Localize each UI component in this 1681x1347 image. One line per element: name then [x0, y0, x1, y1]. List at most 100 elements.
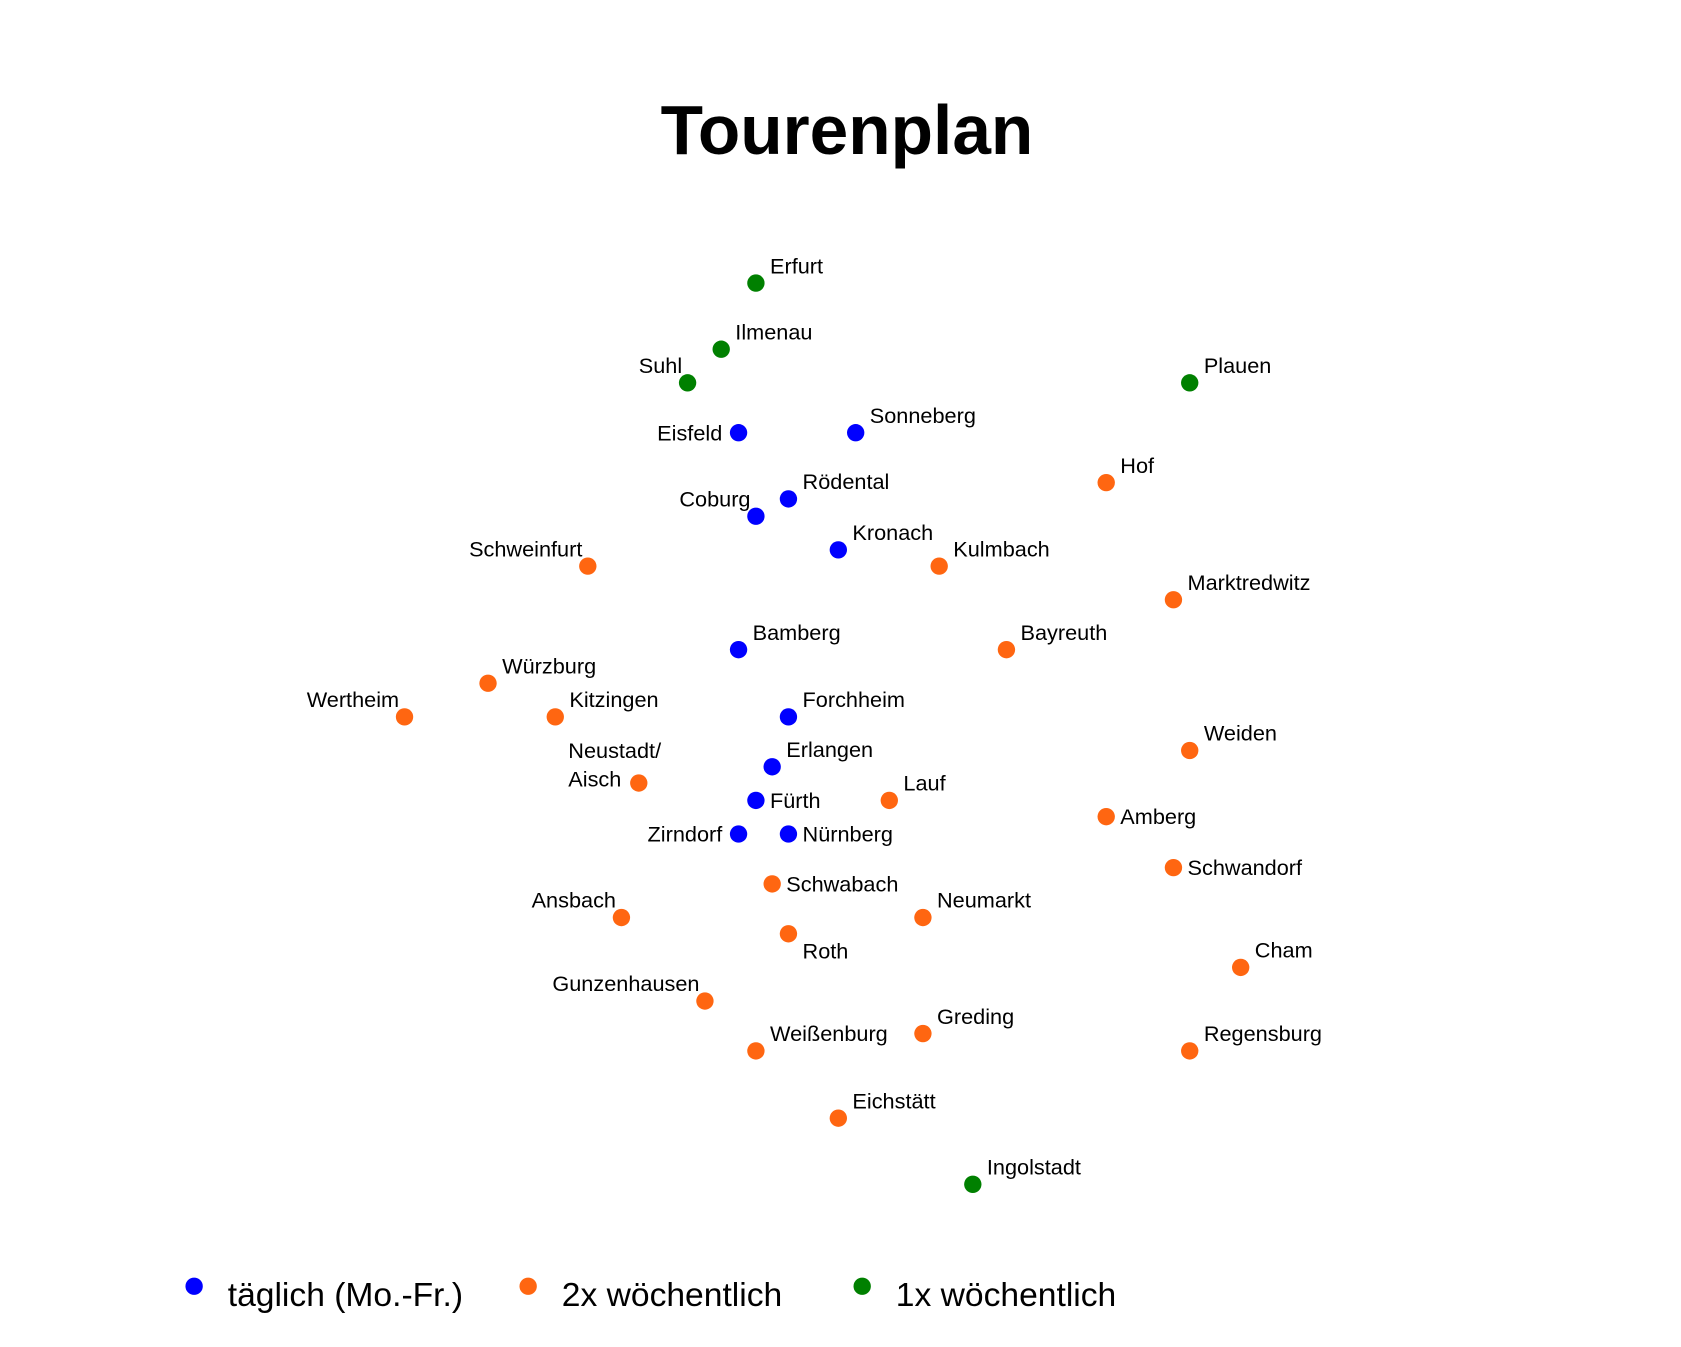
city-label-line2: Aisch [568, 766, 621, 791]
city-dot [747, 274, 765, 292]
city-suhl: Suhl [639, 353, 697, 392]
city-rödental: Rödental [779, 469, 889, 508]
city-nürnberg: Nürnberg [779, 822, 893, 847]
city-cham: Cham [1232, 938, 1313, 977]
city-sonneberg: Sonneberg [847, 403, 976, 442]
city-label: Ansbach [532, 888, 616, 913]
city-dot [997, 640, 1016, 659]
city-dot [479, 674, 497, 692]
city-zirndorf: Zirndorf [648, 822, 748, 847]
city-amberg: Amberg [1097, 804, 1196, 829]
city-schweinfurt: Schweinfurt [469, 536, 597, 575]
city-label: Zirndorf [648, 822, 724, 847]
city-dot [763, 758, 781, 776]
city-dot [747, 507, 765, 525]
city-label: Weiden [1204, 721, 1277, 746]
legend-item-daily: täglich (Mo.-Fr.) [185, 1277, 463, 1314]
city-dot [747, 1042, 765, 1060]
city-dot [763, 875, 781, 893]
city-eisfeld: Eisfeld [657, 420, 748, 445]
city-weißenburg: Weißenburg [747, 1021, 888, 1060]
legend-item-weekly: 1x wöchentlich [853, 1277, 1116, 1314]
city-bamberg: Bamberg [729, 620, 841, 659]
legend: täglich (Mo.-Fr.) 2x wöchentlich 1x wöchen… [185, 1277, 1116, 1314]
city-dot [1181, 741, 1199, 760]
city-label: Bamberg [753, 620, 841, 645]
city-label: Würzburg [502, 654, 596, 679]
city-label: Schwabach [786, 871, 898, 896]
city-neumarkt: Neumarkt [914, 888, 1031, 927]
city-label: Amberg [1120, 804, 1196, 829]
city-erfurt: Erfurt [747, 253, 823, 292]
city-dot [630, 774, 648, 792]
legend-dot [853, 1277, 871, 1295]
city-label: Schwandorf [1188, 855, 1304, 880]
legend-label: 2x wöchentlich [562, 1277, 782, 1314]
city-ingolstadt: Ingolstadt [964, 1155, 1081, 1193]
city-dot [729, 640, 748, 659]
city-label: Plauen [1204, 353, 1272, 378]
legend-label: 1x wöchentlich [896, 1277, 1116, 1314]
city-label: Neumarkt [937, 888, 1031, 913]
city-dot [1181, 1042, 1199, 1060]
city-marktredwitz: Marktredwitz [1164, 570, 1310, 609]
city-label: Kronach [852, 520, 933, 545]
city-dot [1232, 958, 1250, 977]
city-dot [779, 490, 798, 508]
city-regensburg: Regensburg [1181, 1021, 1322, 1060]
city-dot [546, 708, 564, 726]
city-dot [964, 1175, 982, 1193]
city-dot [914, 908, 932, 927]
city-hof: Hof [1097, 453, 1155, 492]
city-label: Schweinfurt [469, 536, 582, 561]
city-label: Regensburg [1204, 1021, 1322, 1046]
legend-dot [185, 1277, 203, 1295]
city-dot [880, 791, 898, 810]
city-label: Hof [1120, 453, 1155, 478]
city-dot [729, 424, 748, 442]
city-label: Coburg [679, 486, 750, 511]
city-dot [696, 992, 714, 1010]
city-label: Ingolstadt [987, 1155, 1081, 1180]
map-title: Tourenplan [661, 91, 1034, 169]
city-dot [847, 424, 865, 442]
city-label: Suhl [639, 353, 682, 378]
city-dot [779, 925, 798, 943]
city-dot [779, 825, 798, 843]
city-eichstätt: Eichstätt [829, 1088, 936, 1127]
city-forchheim: Forchheim [779, 687, 905, 726]
city-würzburg: Würzburg [479, 654, 596, 692]
city-label: Kulmbach [953, 536, 1049, 561]
city-label: Sonneberg [870, 403, 976, 428]
city-weiden: Weiden [1181, 721, 1277, 760]
city-label: Eichstätt [852, 1088, 935, 1113]
city-kitzingen: Kitzingen [546, 687, 659, 726]
city-dot [1164, 591, 1183, 609]
city-label: Kitzingen [569, 687, 658, 712]
city-dot [1097, 807, 1115, 826]
city-gunzenhausen: Gunzenhausen [552, 971, 714, 1010]
city-dot [729, 825, 748, 843]
city-kronach: Kronach [829, 520, 933, 559]
legend-dot [519, 1277, 537, 1295]
city-dot [712, 340, 730, 358]
city-ilmenau: Ilmenau [712, 319, 812, 358]
city-dot [1097, 473, 1115, 492]
city-wertheim: Wertheim [307, 687, 414, 726]
city-dot [829, 1109, 848, 1127]
city-bayreuth: Bayreuth [997, 620, 1107, 659]
city-schwandorf: Schwandorf [1164, 855, 1304, 880]
city-label: Erfurt [770, 253, 823, 278]
city-label: Gunzenhausen [552, 971, 699, 996]
city-roth: Roth [779, 925, 848, 964]
city-dot [930, 557, 948, 575]
city-label: Neustadt/ [568, 738, 662, 763]
city-label: Forchheim [803, 687, 905, 712]
city-coburg: Coburg [679, 486, 765, 525]
city-dot [1164, 858, 1183, 877]
city-label: Lauf [903, 771, 946, 796]
city-fürth: Fürth [747, 788, 821, 813]
city-label: Weißenburg [770, 1021, 888, 1046]
